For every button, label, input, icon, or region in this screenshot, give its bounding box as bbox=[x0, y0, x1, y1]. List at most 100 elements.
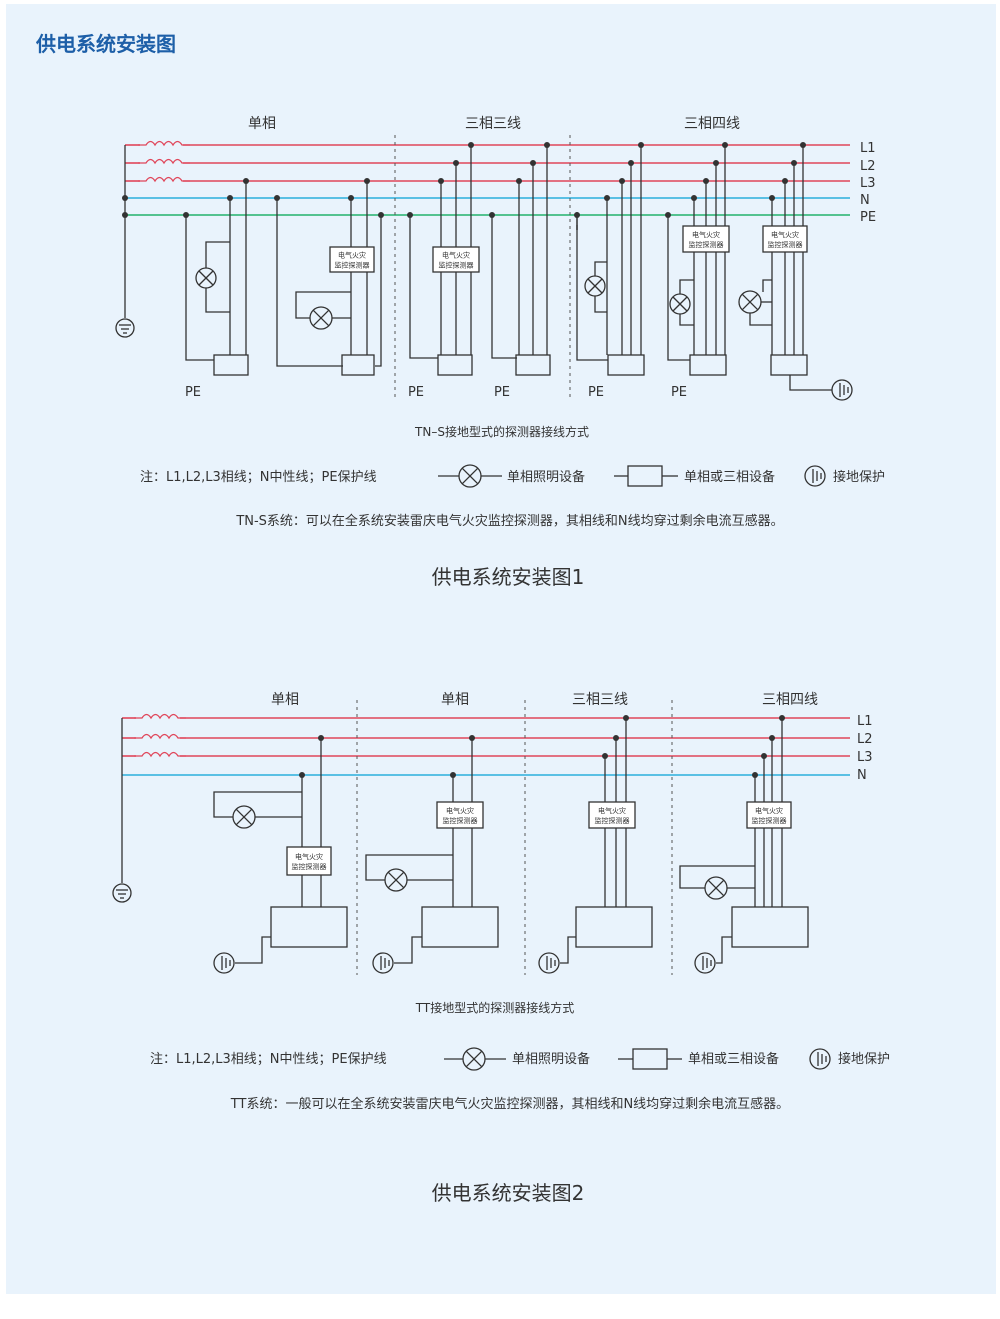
lamp-symbol bbox=[195, 267, 217, 289]
legend-device-box bbox=[632, 1048, 668, 1070]
ground-circle bbox=[804, 465, 826, 487]
legend-ground-label: 接地保护 bbox=[833, 469, 885, 485]
detector-label: 监控探测器 bbox=[752, 816, 787, 825]
detector-label: 电气火灾 bbox=[692, 230, 720, 239]
system-description: TN-S系统：可以在全系统安装雷庆电气火灾监控探测器，其相线和N线均穿过剩余电流… bbox=[235, 513, 783, 529]
ground-protection-symbol bbox=[809, 1048, 831, 1070]
ground-circle bbox=[694, 952, 716, 974]
system-description: TT系统：一般可以在全系统安装雷庆电气火灾监控探测器，其相线和N线均穿过剩余电流… bbox=[230, 1096, 789, 1112]
transformer-coil bbox=[138, 140, 190, 147]
section-label: 单相 bbox=[441, 692, 469, 708]
wire bbox=[560, 936, 576, 964]
section-label: 三相四线 bbox=[684, 116, 740, 132]
wire bbox=[667, 215, 690, 361]
detector-label: 电气火灾 bbox=[598, 806, 626, 815]
lamp-symbol bbox=[584, 275, 606, 297]
legend-note: 注：L1,L2,L3相线；N中性线；PE保护线 bbox=[140, 470, 377, 485]
fire-detector: 电气火灾监控探测器 bbox=[432, 246, 480, 273]
legend-device-label: 单相或三相设备 bbox=[688, 1051, 779, 1067]
wire bbox=[295, 291, 351, 319]
pe-label: PE bbox=[588, 385, 604, 400]
equipment-box bbox=[689, 354, 727, 376]
transformer-coil bbox=[134, 713, 186, 720]
pe-label: PE bbox=[185, 385, 201, 400]
wire bbox=[594, 296, 607, 313]
equipment-box bbox=[515, 354, 551, 376]
detector-box bbox=[746, 801, 792, 829]
detector-label: 电气火灾 bbox=[771, 230, 799, 239]
detector-box bbox=[588, 801, 636, 829]
detector-box bbox=[436, 801, 484, 829]
detector-label: 监控探测器 bbox=[768, 240, 803, 249]
detector-label: 电气火灾 bbox=[755, 806, 783, 815]
lamp-symbol bbox=[738, 290, 762, 314]
detector-box bbox=[286, 846, 332, 876]
lamp-symbol bbox=[384, 868, 408, 892]
bus-label: L1 bbox=[857, 714, 873, 729]
section-label: 三相三线 bbox=[572, 692, 628, 708]
equipment-box bbox=[270, 906, 348, 948]
legend-device-label: 单相或三相设备 bbox=[684, 469, 775, 485]
lamp-cross bbox=[741, 293, 759, 311]
equipment-box bbox=[437, 354, 473, 376]
ground-circle bbox=[809, 1048, 831, 1070]
bus-label: L3 bbox=[860, 176, 876, 191]
section-label: 三相四线 bbox=[762, 692, 818, 708]
lamp-symbol bbox=[669, 293, 691, 315]
ground-circle bbox=[831, 379, 853, 401]
ground-circle bbox=[538, 952, 560, 974]
lamp-cross bbox=[198, 270, 214, 286]
ground-circle bbox=[372, 952, 394, 974]
fire-detector: 电气火灾监控探测器 bbox=[746, 801, 792, 829]
pe-label: PE bbox=[494, 385, 510, 400]
wire bbox=[235, 936, 271, 964]
legend-note: 注：L1,L2,L3相线；N中性线；PE保护线 bbox=[150, 1052, 387, 1067]
wire bbox=[205, 241, 230, 268]
transformer-coil bbox=[138, 158, 190, 165]
detector-label: 监控探测器 bbox=[439, 261, 474, 270]
wire bbox=[409, 215, 438, 359]
diagram-caption: TN–S接地型式的探测器接线方式 bbox=[414, 424, 589, 439]
wire bbox=[185, 215, 214, 361]
detector-label: 电气火灾 bbox=[295, 852, 323, 861]
wire bbox=[375, 215, 382, 367]
tt-diagram: 单相 单相 三相三线 三相四线 L1 L2 L3 N TT接地型式的探测器接线方… bbox=[112, 692, 890, 1205]
wire bbox=[276, 198, 343, 367]
ground-protection-symbol bbox=[538, 952, 560, 974]
equipment-box bbox=[731, 906, 809, 948]
fire-detector: 电气火灾监控探测器 bbox=[682, 225, 730, 253]
earth-symbol bbox=[112, 883, 132, 903]
legend-device-box bbox=[627, 465, 663, 487]
transformer-coil bbox=[134, 751, 186, 758]
ground-protection-symbol bbox=[831, 379, 853, 401]
wire bbox=[576, 215, 608, 361]
earth-symbol bbox=[115, 318, 135, 338]
transformer-coil bbox=[138, 176, 190, 183]
earth-circle bbox=[112, 883, 132, 903]
pe-label: PE bbox=[671, 385, 687, 400]
detector-label: 监控探测器 bbox=[335, 261, 370, 270]
wire bbox=[749, 313, 772, 326]
detector-label: 监控探测器 bbox=[443, 816, 478, 825]
ground-protection-symbol bbox=[804, 465, 826, 487]
lamp-cross bbox=[235, 808, 253, 826]
fire-detector: 电气火灾监控探测器 bbox=[286, 846, 332, 876]
bus-label: L2 bbox=[860, 159, 876, 174]
junction-dot bbox=[122, 212, 128, 218]
lamp-cross bbox=[465, 1050, 483, 1068]
section-label: 三相三线 bbox=[465, 116, 521, 132]
wire bbox=[205, 288, 230, 313]
lamp-cross bbox=[387, 871, 405, 889]
legend-lamp-label: 单相照明设备 bbox=[512, 1051, 590, 1067]
lamp-cross bbox=[707, 879, 725, 897]
page-title: 供电系统安装图 bbox=[36, 32, 176, 56]
lamp-symbol bbox=[458, 464, 482, 488]
wire bbox=[789, 375, 832, 391]
wire bbox=[365, 854, 453, 881]
wire bbox=[394, 936, 422, 964]
figure-title: 供电系统安装图1 bbox=[432, 565, 585, 589]
equipment-box bbox=[341, 354, 375, 376]
wire bbox=[679, 314, 694, 326]
lamp-symbol bbox=[462, 1047, 486, 1071]
